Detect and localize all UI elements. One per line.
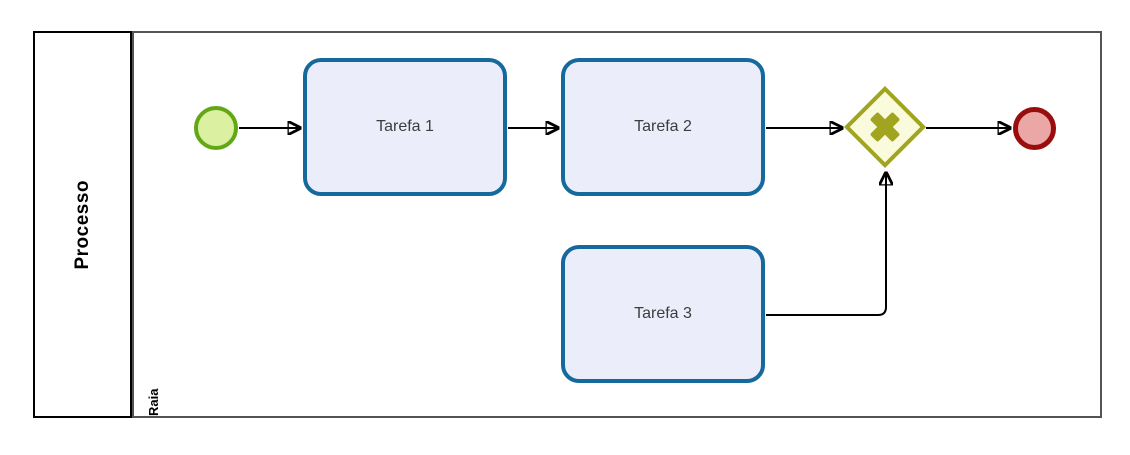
flow-task3-to-gateway[interactable] bbox=[766, 173, 886, 316]
task-tarefa-3[interactable]: Tarefa 3 bbox=[561, 245, 765, 383]
end-event[interactable] bbox=[1013, 107, 1056, 150]
start-event[interactable] bbox=[194, 106, 238, 150]
task-tarefa-1[interactable]: Tarefa 1 bbox=[303, 58, 507, 196]
task-label: Tarefa 1 bbox=[376, 118, 434, 135]
task-label: Tarefa 3 bbox=[634, 305, 692, 322]
pool-header-processo[interactable]: Processo bbox=[33, 31, 132, 418]
task-tarefa-2[interactable]: Tarefa 2 bbox=[561, 58, 765, 196]
task-label: Tarefa 2 bbox=[634, 118, 692, 135]
